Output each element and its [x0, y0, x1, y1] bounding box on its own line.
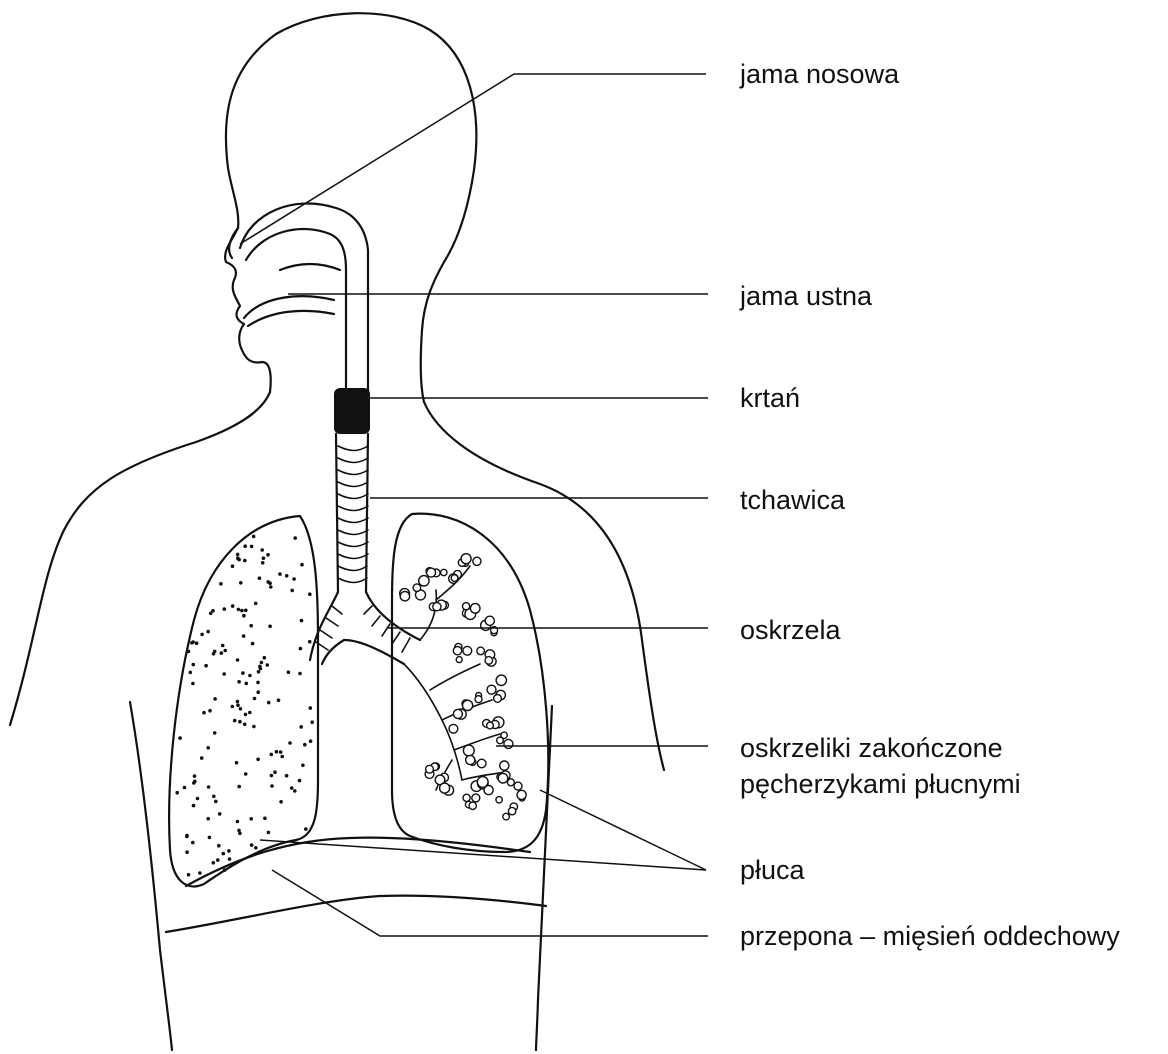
label-pluca: płuca — [740, 852, 805, 888]
lung-alveoli-dots — [175, 535, 314, 877]
label-jama-nosowa: jama nosowa — [740, 56, 899, 92]
label-oskrzeliki: oskrzeliki zakończone pęcherzykami płucn… — [740, 730, 1021, 802]
label-krtan: krtań — [740, 380, 800, 416]
label-przepona: przepona – mięsień oddechowy — [740, 918, 1120, 954]
diaphragm — [186, 838, 530, 886]
leader-pluca-1 — [260, 840, 706, 870]
label-jama-ustna: jama ustna — [740, 278, 872, 314]
larynx — [334, 388, 370, 434]
label-oskrzeliki-line1: oskrzeliki zakończone — [740, 730, 1021, 766]
leader-pluca-2 — [540, 790, 706, 870]
leader-jama-nosowa — [240, 74, 706, 244]
label-oskrzela: oskrzela — [740, 612, 841, 648]
label-tchawica: tchawica — [740, 482, 845, 518]
label-oskrzeliki-line2: pęcherzykami płucnymi — [740, 766, 1021, 802]
trachea — [336, 434, 368, 592]
right-lung — [392, 514, 548, 852]
left-lung — [169, 516, 318, 886]
leader-przepona — [272, 870, 708, 936]
